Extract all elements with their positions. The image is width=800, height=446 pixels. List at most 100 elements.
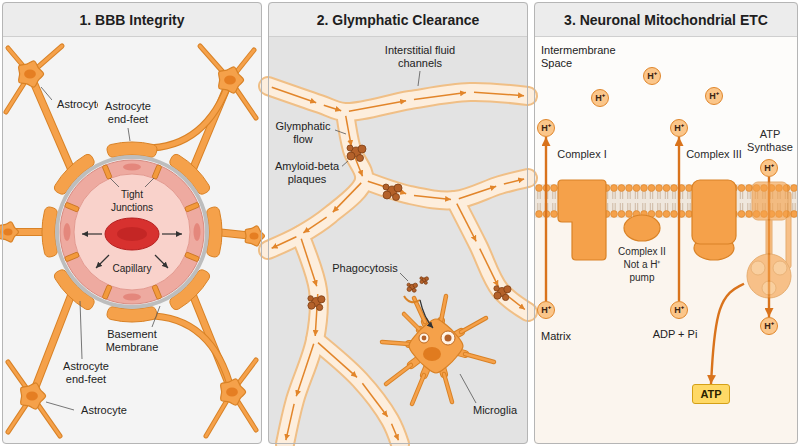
part-label: Microglia bbox=[466, 404, 524, 417]
ion-label: H⁺ bbox=[761, 160, 777, 176]
lipid-head bbox=[671, 211, 678, 218]
lipid-tail bbox=[627, 203, 628, 211]
barrier-arrow bbox=[82, 233, 102, 234]
lipid-tail bbox=[652, 203, 653, 211]
amyloid-plaque bbox=[494, 292, 501, 299]
panel-title: 1. BBB Integrity bbox=[3, 3, 261, 37]
amyloid-plaque bbox=[318, 296, 325, 303]
flow-arrow bbox=[459, 186, 496, 198]
synthase-body bbox=[747, 182, 791, 298]
panel-ground bbox=[534, 2, 798, 444]
lipid-tail bbox=[540, 191, 541, 199]
astrocyte-body bbox=[221, 379, 246, 405]
endothelial-nucleus bbox=[194, 223, 201, 241]
lipid-head bbox=[746, 185, 753, 192]
lipid-head bbox=[551, 211, 558, 218]
lipid-tail bbox=[652, 191, 653, 199]
complex-label: Not a H⁺ pump bbox=[612, 258, 672, 284]
proton-flow-arrow bbox=[678, 137, 680, 301]
lipid-tail bbox=[657, 203, 658, 211]
complex-label: Complex I bbox=[554, 148, 610, 161]
amyloid-plaque bbox=[424, 281, 427, 284]
astrocyte-nucleus bbox=[24, 69, 36, 78]
lipid-head bbox=[791, 185, 798, 192]
lipid-tail bbox=[792, 191, 793, 199]
fluid-channel-wall bbox=[268, 112, 364, 250]
astrocyte-process bbox=[30, 74, 73, 173]
part-label: Astrocyte bbox=[76, 404, 132, 417]
microglia-nucleus bbox=[423, 347, 441, 361]
tight-junction bbox=[152, 165, 162, 180]
astrocyte-end-foot bbox=[207, 207, 222, 257]
leader-line bbox=[46, 402, 74, 410]
part-label: ADP + Pi bbox=[650, 328, 700, 341]
complex-label: Complex II bbox=[612, 245, 672, 258]
flow-arrow bbox=[414, 195, 451, 199]
lipid-tail bbox=[687, 191, 688, 199]
lipid-tail bbox=[750, 191, 751, 199]
astrocyte-end-foot bbox=[107, 307, 157, 322]
proton-ion: H⁺ bbox=[670, 301, 688, 319]
amyloid-plaque bbox=[394, 184, 402, 192]
barrier-arrow bbox=[96, 255, 109, 268]
lipid-tail bbox=[642, 191, 643, 199]
protein-complex: ATP Synthase bbox=[744, 128, 796, 305]
synthase-fo bbox=[752, 182, 788, 220]
amyloid-plaque bbox=[308, 296, 313, 301]
lipid-tail bbox=[747, 191, 748, 199]
ion-label: H⁺ bbox=[671, 302, 687, 318]
part-label: Intermembrane Space bbox=[541, 44, 625, 70]
amyloid-plaque bbox=[393, 194, 400, 201]
flow-arrow bbox=[457, 204, 476, 242]
amyloid-plaque bbox=[425, 277, 429, 281]
ion-label: H⁺ bbox=[538, 120, 554, 136]
flow-arrow bbox=[362, 383, 387, 417]
flow-arrow bbox=[318, 343, 357, 378]
part-label: Capillary bbox=[107, 262, 157, 275]
endothelial-nucleus bbox=[64, 223, 71, 241]
part-label: Tight Junctions bbox=[102, 188, 162, 214]
tight-junction bbox=[65, 252, 80, 262]
basement-membrane bbox=[57, 157, 207, 307]
lipid-tail bbox=[622, 191, 623, 199]
leader-line bbox=[128, 128, 130, 141]
protein-complex: Complex IINot a H⁺ pump bbox=[612, 214, 672, 300]
amyloid-plaque bbox=[358, 145, 366, 153]
astrocyte-process bbox=[412, 375, 424, 404]
astrocyte-process bbox=[30, 74, 73, 173]
flow-arrow bbox=[504, 179, 524, 184]
fluid-channel bbox=[268, 86, 528, 112]
lipid-head bbox=[671, 185, 678, 192]
lipid-tail bbox=[667, 203, 668, 211]
lipid-tail bbox=[612, 203, 613, 211]
barrier-arrow bbox=[162, 233, 182, 234]
lipid-head bbox=[686, 185, 693, 192]
complex-label: Complex III bbox=[686, 148, 742, 161]
astrocyte-process bbox=[461, 318, 486, 332]
title-rule bbox=[2, 36, 262, 37]
lipid-tail bbox=[682, 191, 683, 199]
amyloid-plaque bbox=[420, 280, 424, 284]
lipid-tail bbox=[742, 191, 743, 199]
lipid-tail bbox=[650, 191, 651, 199]
lipid-tail bbox=[650, 203, 651, 211]
fluid-channel bbox=[364, 178, 528, 200]
leader-line bbox=[335, 130, 346, 134]
lipid-head bbox=[648, 185, 655, 192]
lipid-tail bbox=[635, 203, 636, 211]
part-label: Astrocyte end-feet bbox=[56, 360, 116, 386]
astrocyte-nucleus bbox=[26, 391, 38, 400]
capillary-lumen bbox=[74, 174, 190, 290]
lipid-tail bbox=[795, 191, 796, 199]
fluid-channel-wall bbox=[455, 200, 528, 312]
fluid-channel bbox=[315, 340, 400, 444]
tight-junction bbox=[152, 285, 162, 300]
lipid-tail bbox=[660, 191, 661, 199]
flow-arrow bbox=[414, 93, 466, 100]
astrocyte-process bbox=[412, 375, 424, 404]
lipid-tail bbox=[740, 191, 741, 199]
lipid-tail bbox=[687, 203, 688, 211]
astrocyte-process bbox=[386, 365, 411, 384]
lipid-tail bbox=[615, 191, 616, 199]
